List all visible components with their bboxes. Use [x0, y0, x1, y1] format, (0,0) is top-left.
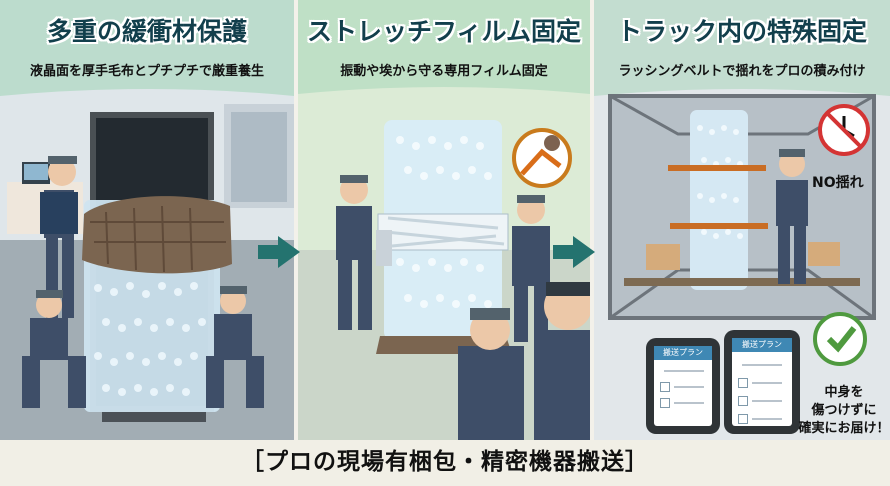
delivery-line-1: 中身を: [824, 385, 864, 400]
footer-banner: ［プロの現場有梱包・精密機器搬送］: [0, 440, 890, 486]
arrow-right-icon: [258, 236, 300, 268]
tablet-left: 搬送プラン: [646, 338, 720, 434]
tablet-header-label: 搬送プラン: [663, 348, 703, 357]
no-sway-label: NO揺れ: [812, 175, 864, 191]
panel-stretch-film: ストレッチフィルム固定 振動や埃から守る専用フィルム固定: [298, 0, 590, 440]
panel-subtitle: 振動や埃から守る専用フィルム固定: [340, 64, 548, 79]
panel-header: ストレッチフィルム固定 振動や埃から守る専用フィルム固定: [298, 0, 590, 92]
tablet-header-bar: 搬送プラン: [654, 346, 712, 360]
panel-title: ストレッチフィルム固定: [306, 17, 581, 46]
arrow-right-icon: [553, 236, 595, 268]
panel-multi-layer-cushioning: 多重の緩衝材保護 液晶面を厚手毛布とプチプチで厳重養生: [0, 0, 294, 440]
tablet-right: 搬送プラン: [724, 330, 800, 434]
stretch-film-scene: [298, 0, 590, 440]
panel-subtitle: 液晶面を厚手毛布とプチプチで厳重養生: [29, 64, 264, 79]
cushioning-scene: [0, 0, 294, 440]
delivery-line-3: 確実にお届け！: [798, 421, 890, 436]
panel-title: トラック内の特殊固定: [616, 17, 867, 46]
tablet-header-label: 搬送プラン: [742, 340, 782, 349]
panel-header: トラック内の特殊固定 ラッシングベルトで揺れをプロの積み付け: [594, 0, 890, 92]
panel-header: 多重の緩衝材保護 液晶面を厚手毛布とプチプチで厳重養生: [0, 0, 294, 92]
tablet-header-bar: 搬送プラン: [732, 338, 792, 352]
panel-title: 多重の緩衝材保護: [46, 17, 247, 46]
footer-title: ［プロの現場有梱包・精密機器搬送］: [241, 449, 649, 475]
delivery-promise-text: 中身を 傷つけずに 確実にお届け！: [798, 384, 890, 438]
panel-truck-fixing: トラック内の特殊固定 ラッシングベルトで揺れをプロの積み付け NO揺れ: [594, 0, 890, 440]
delivery-line-2: 傷つけずに: [811, 403, 877, 418]
panel-subtitle: ラッシングベルトで揺れをプロの積み付け: [618, 64, 866, 79]
truck-fixing-scene: [594, 0, 890, 440]
